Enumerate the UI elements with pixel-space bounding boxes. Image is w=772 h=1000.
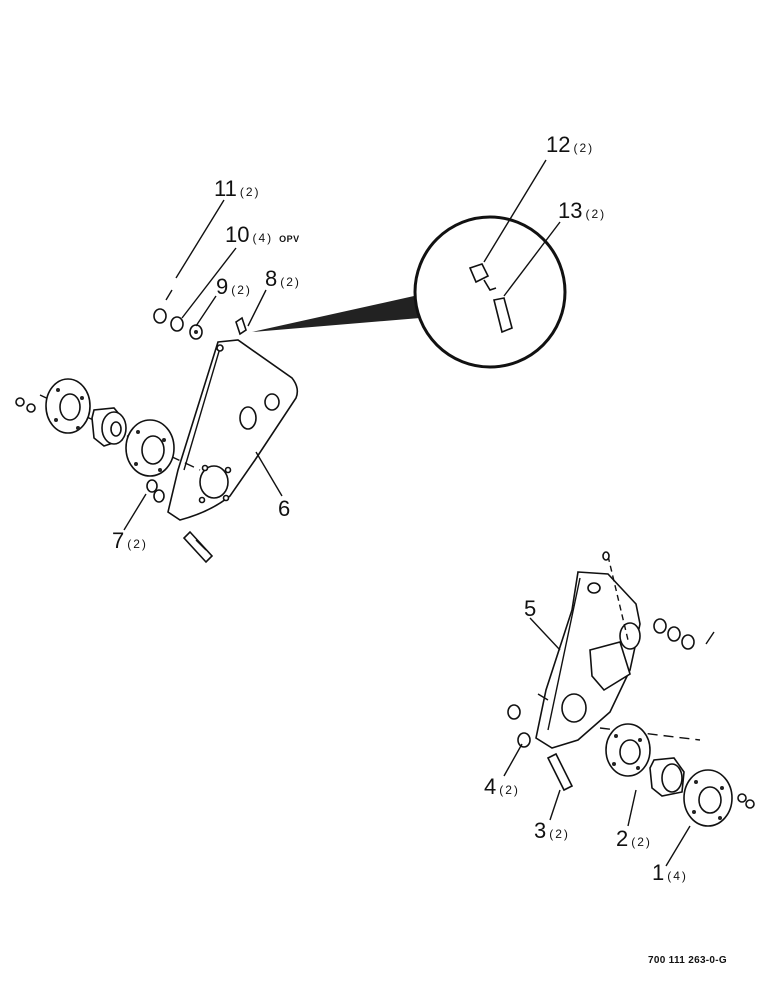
callout-quantity: (4) bbox=[252, 231, 274, 245]
callout-quantity: (2) bbox=[280, 275, 301, 289]
callout-7: 7(2) bbox=[112, 530, 148, 552]
right-bracket-assembly bbox=[507, 551, 755, 827]
mount-tab bbox=[589, 641, 631, 692]
flange-inner-right bbox=[605, 723, 651, 777]
bracket-bearing-hole bbox=[199, 465, 229, 499]
callout-number: 5 bbox=[524, 596, 537, 621]
detail-circle bbox=[413, 215, 567, 369]
callout-quantity: (4) bbox=[667, 869, 688, 883]
callout-number: 7 bbox=[112, 528, 125, 553]
callout-13: 13(2) bbox=[558, 200, 606, 222]
magnifier-pointer bbox=[252, 296, 420, 332]
callout-quantity: (2) bbox=[631, 835, 652, 849]
callout-number: 12 bbox=[546, 132, 571, 157]
detail-magnifier bbox=[252, 215, 567, 369]
bearing-left bbox=[91, 407, 127, 447]
flange-inner-left bbox=[125, 419, 175, 477]
callout-number: 4 bbox=[484, 774, 497, 799]
bolt-left bbox=[182, 530, 214, 564]
hex-nuts-right bbox=[737, 793, 755, 809]
washers-right bbox=[653, 618, 715, 650]
left-bracket-assembly bbox=[15, 289, 299, 564]
flange-outer-left bbox=[45, 378, 91, 434]
callout-number: 3 bbox=[534, 818, 547, 843]
callout-4: 4(2) bbox=[484, 776, 520, 798]
bracket-slot bbox=[239, 406, 257, 430]
callout-number: 1 bbox=[652, 860, 665, 885]
callout-2: 2(2) bbox=[616, 828, 652, 850]
bracket-bearing-hole bbox=[619, 622, 641, 650]
callout-quantity: (2) bbox=[127, 537, 148, 551]
callout-3: 3(2) bbox=[534, 820, 570, 842]
callout-quantity: (2) bbox=[499, 783, 520, 797]
grease-fitting-12 bbox=[468, 263, 490, 284]
grease-fitting-8 bbox=[235, 316, 247, 336]
callout-9: 9(2) bbox=[216, 276, 252, 298]
callout-number: 10 bbox=[225, 222, 250, 247]
callout-note: OPV bbox=[279, 234, 300, 244]
callout-10: 10(4) OPV bbox=[225, 224, 300, 246]
callout-number: 11 bbox=[214, 176, 237, 201]
bolt-3 bbox=[546, 752, 574, 792]
callout-number: 8 bbox=[265, 266, 278, 291]
callout-number: 9 bbox=[216, 274, 229, 299]
callout-number: 13 bbox=[558, 198, 583, 223]
callout-quantity: (2) bbox=[239, 185, 261, 199]
callout-1: 1(4) bbox=[652, 862, 688, 884]
bracket-hole bbox=[264, 393, 280, 411]
callout-number: 2 bbox=[616, 826, 629, 851]
leader-lines bbox=[123, 159, 691, 867]
callout-11: 11(2) bbox=[214, 178, 261, 200]
hex-nuts-left bbox=[15, 397, 36, 413]
callout-5: 5 bbox=[524, 598, 536, 620]
washers-9-10 bbox=[153, 308, 203, 340]
nut-7 bbox=[146, 479, 165, 503]
nut-4 bbox=[507, 704, 531, 748]
callout-12: 12(2) bbox=[546, 134, 594, 156]
callout-quantity: (2) bbox=[585, 207, 607, 221]
roll-pin-13 bbox=[493, 297, 513, 334]
callout-quantity: (2) bbox=[573, 141, 595, 155]
cotter-pin-11 bbox=[165, 289, 173, 301]
drawing-reference-number: 700 111 263-0-G bbox=[648, 955, 728, 966]
callout-6: 6 bbox=[278, 498, 290, 520]
flange-outer-right bbox=[683, 769, 733, 827]
callout-number: 6 bbox=[278, 496, 291, 521]
bearing-right bbox=[649, 757, 685, 797]
bracket-plate-6 bbox=[167, 339, 299, 521]
callout-quantity: (2) bbox=[231, 283, 252, 297]
callout-8: 8(2) bbox=[265, 268, 301, 290]
callout-quantity: (2) bbox=[549, 827, 570, 841]
